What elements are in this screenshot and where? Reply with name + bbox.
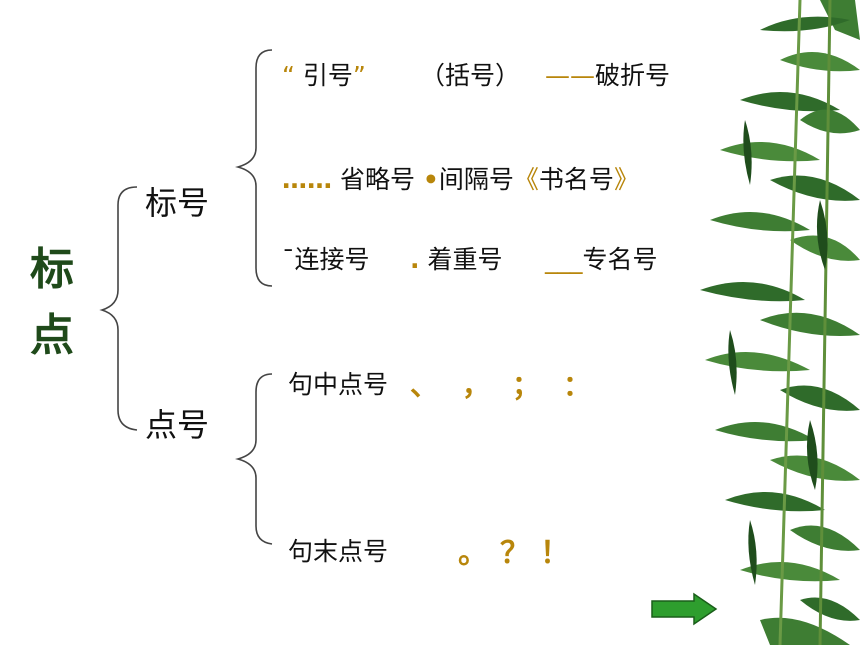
bamboo-decoration	[700, 0, 860, 645]
hyphen-item: ¯连接号	[282, 240, 370, 276]
quote-open-mark: “	[282, 61, 303, 90]
book-title-open-mark: 《	[513, 165, 539, 194]
bracket-text: （括号）	[420, 61, 521, 90]
dianhao-brace	[235, 373, 273, 545]
hyphen-mark: ¯	[282, 245, 295, 274]
quote-label: 引号	[302, 61, 353, 90]
mid-sentence-label: 句中点号	[288, 370, 389, 399]
hyphen-label: 连接号	[294, 245, 370, 274]
emphasis-mark: .	[410, 245, 420, 274]
biaohao-row-1: “ 引号”	[282, 56, 366, 92]
mid-mark-4: ：	[563, 369, 592, 402]
mid-mark-3: ；	[512, 369, 541, 402]
book-title-label: 书名号	[538, 165, 614, 194]
end-mark-3: ！	[540, 536, 570, 571]
bracket-label: （括号）	[420, 56, 520, 92]
proper-noun-mark: ___	[545, 245, 583, 274]
next-arrow-icon[interactable]	[650, 592, 718, 626]
proper-noun-label: 专名号	[582, 245, 658, 274]
group-dianhao-label: 点号	[145, 406, 210, 444]
proper-noun-item: ___专名号	[545, 240, 658, 276]
title-char-2: 点	[30, 310, 74, 361]
emphasis-label: 着重号	[419, 245, 503, 274]
end-mark-2: ？	[500, 536, 530, 571]
book-title-close-mark: 》	[613, 165, 639, 194]
group-biaohao-label: 标号	[145, 184, 210, 222]
interpunct-label: 间隔号	[438, 165, 514, 194]
brace-lines	[99, 49, 273, 545]
quote-close-mark: ”	[352, 61, 366, 90]
mid-mark-1: 、	[410, 369, 439, 402]
dash-item: ——破折号	[545, 56, 670, 92]
emphasis-item: . 着重号	[410, 240, 502, 276]
end-mark-1: 。	[458, 536, 488, 571]
biaohao-row-2: …… 省略号 •间隔号《书名号》	[282, 160, 639, 196]
interpunct-mark: •	[422, 165, 439, 194]
ellipsis-mark: ……	[282, 165, 332, 194]
ellipsis-label: 省略号	[332, 165, 423, 194]
dash-label: 破折号	[595, 61, 671, 90]
biaohao-brace	[235, 49, 273, 287]
dash-mark: ——	[545, 61, 595, 90]
title-char-1: 标	[30, 244, 74, 295]
end-sentence-label: 句末点号	[288, 537, 389, 566]
main-brace	[99, 186, 138, 431]
mid-mark-2: ，	[462, 369, 491, 402]
